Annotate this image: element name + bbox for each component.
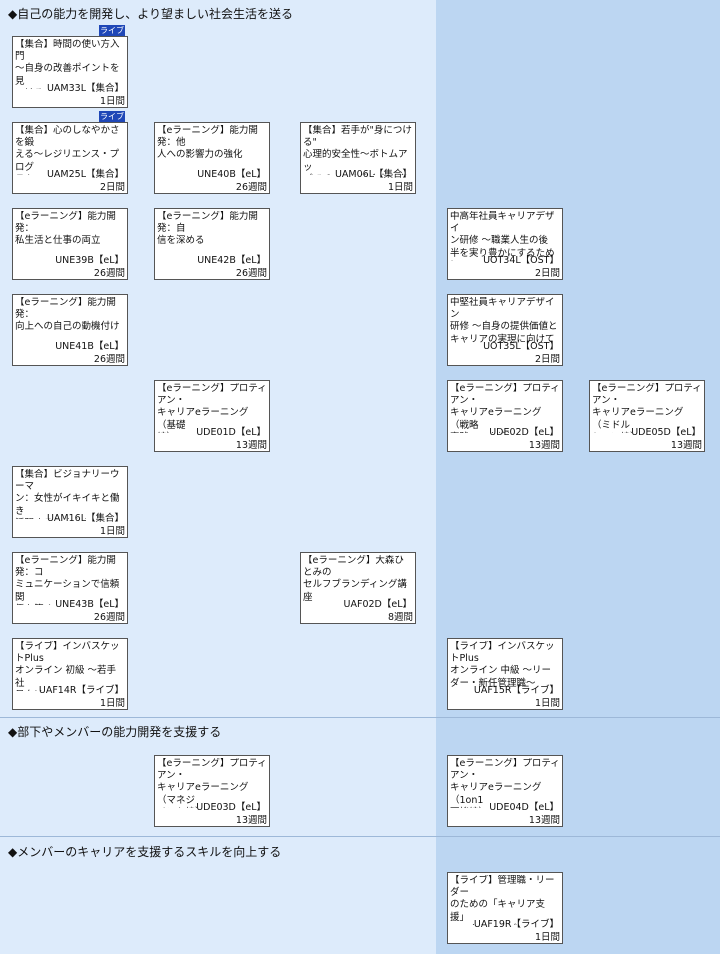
course-card-UAM25L[interactable]: 【集合】心のしなやかさを鍛 える～レジリエンス・プログ ラム～ UAM25L【集… — [12, 122, 128, 194]
course-duration: 1日間 — [97, 96, 127, 107]
course-duration: 1日間 — [97, 698, 127, 709]
course-code: UAF15R【ライブ】 — [473, 685, 559, 696]
course-duration: 8週間 — [385, 612, 415, 623]
course-card-UNE39B[interactable]: 【eラーニング】能力開発： 私生活と仕事の両立 UNE39B【eL】 26週間 — [12, 208, 128, 280]
course-duration: 2日間 — [97, 182, 127, 193]
course-title: 【eラーニング】プロティアン・ キャリアeラーニング（戦略 実践ワーク編） — [450, 383, 560, 433]
course-title: 【eラーニング】プロティアン・ キャリアeラーニング（マネジ メント編） — [157, 758, 267, 808]
section-divider — [0, 836, 720, 837]
section-divider — [0, 717, 720, 718]
course-card-UNE40B[interactable]: 【eラーニング】能力開発：他 人への影響力の強化 UNE40B【eL】 26週間 — [154, 122, 270, 194]
course-card-UOT34L[interactable]: 中高年社員キャリアデザイ ン研修 ～職業人生の後 半を実り豊かにするために ～ … — [447, 208, 563, 280]
course-title: 【eラーニング】大森ひとみの セルフブランディング講座 — [303, 555, 407, 603]
course-title: 【eラーニング】プロティアン・ キャリアeラーニング（ミドル シニア編） — [592, 383, 702, 433]
course-title: 【集合】ビジョナリーウーマ ン：女性がイキイキと働き 活躍するためのキャリア支 … — [15, 469, 120, 519]
course-card-UAM16L[interactable]: 【集合】ビジョナリーウーマ ン：女性がイキイキと働き 活躍するためのキャリア支 … — [12, 466, 128, 538]
course-code: UDE05D【eL】 — [631, 427, 701, 438]
course-duration: 26週間 — [91, 612, 127, 623]
course-code: UAM16L【集合】 — [46, 513, 124, 524]
section-title-career-support-skills: ◆メンバーのキャリアを支援するスキルを向上する — [8, 845, 282, 859]
course-code: UAM25L【集合】 — [46, 169, 124, 180]
course-title: 【eラーニング】プロティアン・ キャリアeラーニング（1on1 面談編） — [450, 758, 560, 808]
course-card-UNE43B[interactable]: 【eラーニング】能力開発：コ ミュニケーションで信頼関 係を築く UNE43B【… — [12, 552, 128, 624]
course-duration: 2日間 — [532, 268, 562, 279]
course-card-UDE01D[interactable]: 【eラーニング】プロティアン・ キャリアeラーニング（基礎 編） UDE01D【… — [154, 380, 270, 452]
course-duration: 1日間 — [532, 932, 562, 943]
course-code: UDE03D【eL】 — [196, 802, 266, 813]
course-code: UAM33L【集合】 — [46, 83, 124, 94]
course-code: UAF02D【eL】 — [343, 599, 412, 610]
course-duration: 13週間 — [526, 815, 562, 826]
course-card-UAF19R[interactable]: 【ライブ】管理職・リーダー のための「キャリア支援」 ワークショップ UAF19… — [447, 872, 563, 944]
course-card-UAM33L[interactable]: 【集合】時間の使い方入門 ～自身の改善ポイントを見 つける～ UAM33L【集合… — [12, 36, 128, 108]
course-card-UNE42B[interactable]: 【eラーニング】能力開発：自 信を深める UNE42B【eL】 26週間 — [154, 208, 270, 280]
course-title: 【ライブ】管理職・リーダー のための「キャリア支援」 ワークショップ — [450, 875, 555, 925]
course-card-UAF15R[interactable]: 【ライブ】インバスケットPlus オンライン 中級 ～リー ダー・新任管理職～ … — [447, 638, 563, 710]
course-duration: 2日間 — [532, 354, 562, 365]
course-code: UDE04D【eL】 — [489, 802, 559, 813]
course-title: 【集合】心のしなやかさを鍛 える～レジリエンス・プログ ラム～ — [15, 125, 120, 175]
section-title-self-development: ◆自己の能力を開発し、より望ましい社会生活を送る — [8, 7, 293, 21]
course-title: 【eラーニング】能力開発：コ ミュニケーションで信頼関 係を築く — [15, 555, 120, 605]
course-duration: 13週間 — [668, 440, 704, 451]
course-title: 【eラーニング】能力開発：他 人への影響力の強化 — [157, 125, 258, 161]
course-code: UNE43B【eL】 — [55, 599, 124, 610]
course-code: UAM06L【集合】 — [334, 169, 412, 180]
live-badge: ライブ — [99, 111, 125, 122]
course-card-UNE41B[interactable]: 【eラーニング】能力開発： 向上への自己の動機付け UNE41B【eL】 26週… — [12, 294, 128, 366]
course-title: 【集合】時間の使い方入門 ～自身の改善ポイントを見 つける～ — [15, 39, 120, 89]
course-duration: 26週間 — [91, 268, 127, 279]
course-card-UOT35L[interactable]: 中堅社員キャリアデザイン 研修 ～自身の提供価値と キャリアの実現に向けて～ U… — [447, 294, 563, 366]
course-card-UDE04D[interactable]: 【eラーニング】プロティアン・ キャリアeラーニング（1on1 面談編） UDE… — [447, 755, 563, 827]
course-duration: 13週間 — [526, 440, 562, 451]
course-duration: 1日間 — [385, 182, 415, 193]
course-title: 【eラーニング】プロティアン・ キャリアeラーニング（基礎 編） — [157, 383, 267, 433]
course-duration: 1日間 — [97, 526, 127, 537]
course-code: UAF19R【ライブ】 — [473, 919, 559, 930]
course-code: UNE41B【eL】 — [55, 341, 124, 352]
course-title: 【eラーニング】能力開発：自 信を深める — [157, 211, 258, 247]
course-code: UNE40B【eL】 — [197, 169, 266, 180]
course-card-UDE02D[interactable]: 【eラーニング】プロティアン・ キャリアeラーニング（戦略 実践ワーク編） UD… — [447, 380, 563, 452]
course-code: UNE39B【eL】 — [55, 255, 124, 266]
course-card-UDE03D[interactable]: 【eラーニング】プロティアン・ キャリアeラーニング（マネジ メント編） UDE… — [154, 755, 270, 827]
course-title: 【集合】若手が"身につける" 心理的安全性～ボトムアッ プでチームの総合力を高め… — [303, 125, 412, 175]
course-duration: 26週間 — [91, 354, 127, 365]
course-code: UDE01D【eL】 — [196, 427, 266, 438]
course-code: UOT34L【OST】 — [483, 255, 559, 266]
course-code: UDE02D【eL】 — [489, 427, 559, 438]
course-duration: 1日間 — [532, 698, 562, 709]
course-title: 【ライブ】インバスケットPlus オンライン 中級 ～リー ダー・新任管理職～ — [450, 641, 555, 689]
course-code: UAF14R【ライブ】 — [38, 685, 124, 696]
course-card-UAF02D[interactable]: 【eラーニング】大森ひとみの セルフブランディング講座 UAF02D【eL】 8… — [300, 552, 416, 624]
course-duration: 13週間 — [233, 440, 269, 451]
course-title: 【eラーニング】能力開発： 向上への自己の動機付け — [15, 297, 120, 333]
course-title: 【ライブ】インバスケットPlus オンライン 初級 ～若手社 員向け～ — [15, 641, 120, 691]
course-code: UNE42B【eL】 — [197, 255, 266, 266]
course-card-UAF14R[interactable]: 【ライブ】インバスケットPlus オンライン 初級 ～若手社 員向け～ UAF1… — [12, 638, 128, 710]
course-title: 【eラーニング】能力開発： 私生活と仕事の両立 — [15, 211, 116, 247]
course-code: UOT35L【OST】 — [483, 341, 559, 352]
section-title-support-members: ◆部下やメンバーの能力開発を支援する — [8, 725, 222, 739]
course-duration: 26週間 — [233, 268, 269, 279]
course-card-UDE05D[interactable]: 【eラーニング】プロティアン・ キャリアeラーニング（ミドル シニア編） UDE… — [589, 380, 705, 452]
course-duration: 26週間 — [233, 182, 269, 193]
course-title: 中高年社員キャリアデザイ ン研修 ～職業人生の後 半を実り豊かにするために ～ — [450, 211, 555, 261]
live-badge: ライブ — [99, 25, 125, 36]
course-title: 中堅社員キャリアデザイン 研修 ～自身の提供価値と キャリアの実現に向けて～ — [450, 297, 558, 347]
course-duration: 13週間 — [233, 815, 269, 826]
course-card-UAM06L[interactable]: 【集合】若手が"身につける" 心理的安全性～ボトムアッ プでチームの総合力を高め… — [300, 122, 416, 194]
